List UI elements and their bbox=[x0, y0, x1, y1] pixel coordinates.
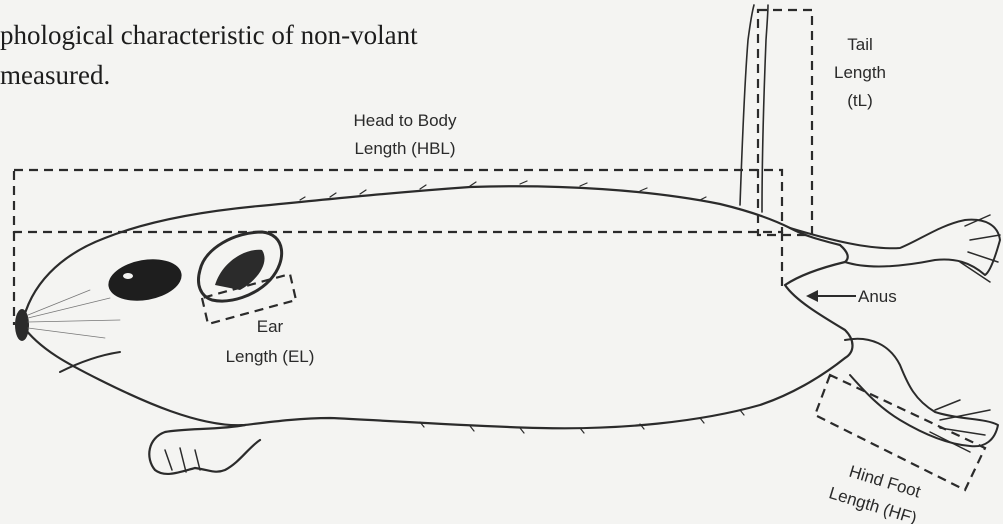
hind-leg-lower bbox=[845, 339, 998, 447]
mouth-line bbox=[60, 352, 120, 372]
body-outline bbox=[22, 186, 853, 428]
anus-label: Anus bbox=[858, 288, 918, 305]
hind-leg-upper bbox=[790, 220, 1000, 275]
ear-label-line-2: Length (EL) bbox=[200, 348, 340, 365]
front-paw bbox=[149, 425, 260, 474]
whiskers bbox=[28, 290, 120, 338]
eye bbox=[105, 254, 185, 306]
hbl-label-line-2: Length (HBL) bbox=[310, 140, 500, 157]
ear-label-line-1: Ear bbox=[215, 318, 325, 335]
tail-label-line-2: Length bbox=[820, 64, 900, 81]
tail-label-line-3: (tL) bbox=[820, 92, 900, 109]
tail-label-line-1: Tail bbox=[820, 36, 900, 53]
tail bbox=[740, 5, 768, 212]
anus-pointer-arrowhead bbox=[806, 290, 818, 302]
nose bbox=[15, 309, 29, 341]
hbl-measure-box bbox=[14, 170, 782, 232]
hbl-label-line-1: Head to Body bbox=[310, 112, 500, 129]
